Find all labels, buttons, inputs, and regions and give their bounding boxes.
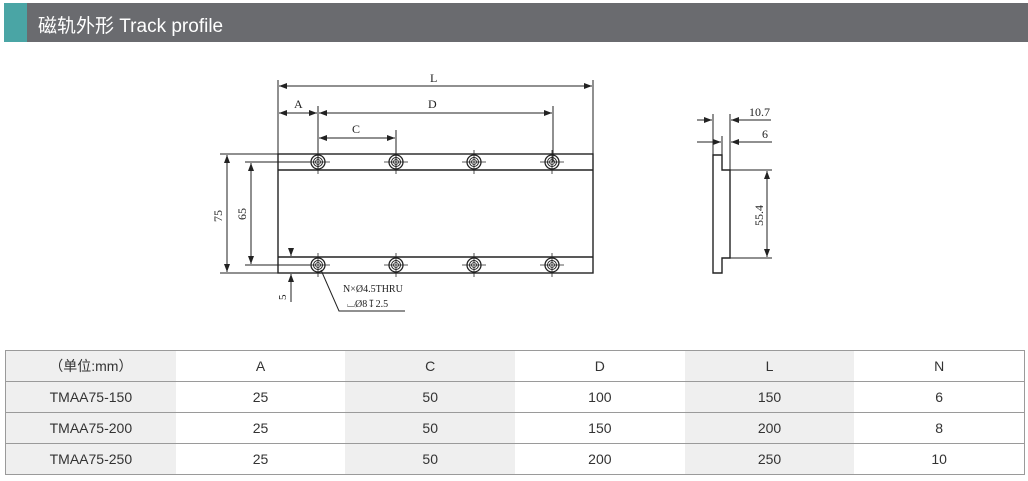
header-accent	[4, 3, 27, 42]
cell: 150	[684, 381, 855, 413]
cell: 8	[854, 412, 1025, 444]
dim-75-label: 75	[211, 210, 225, 222]
mounting-holes	[306, 150, 564, 277]
table-header-row: （单位:mm） A C D L N	[5, 350, 1025, 382]
cell: 150	[515, 412, 685, 444]
side-view	[697, 114, 772, 274]
dim-C-label: C	[352, 122, 360, 136]
track-profile-drawing: L A D C 75 65 5 N×Ø4.5THRU ⌴Ø8↧2.5 10.7 …	[211, 71, 772, 312]
model-cell: TMAA75-200	[5, 412, 176, 444]
cell: 50	[345, 412, 516, 444]
hole-icon	[306, 253, 330, 277]
front-view-labels: L A D C 75 65 5 N×Ø4.5THRU ⌴Ø8↧2.5	[211, 71, 437, 310]
front-view	[220, 80, 594, 312]
counterbore-note: ⌴Ø8↧2.5	[347, 299, 388, 310]
section-title: 磁轨外形 Track profile	[38, 16, 224, 37]
hole-icon	[540, 253, 564, 277]
cell: 25	[175, 412, 346, 444]
cell: 25	[175, 381, 346, 413]
header-cell: N	[854, 350, 1025, 382]
cell: 100	[515, 381, 685, 413]
table-row: TMAA75-250 25 50 200 250 10	[5, 443, 1025, 475]
cell: 25	[175, 443, 346, 475]
hole-icon	[462, 150, 486, 174]
cell: 250	[684, 443, 855, 475]
dim-A-label: A	[294, 97, 303, 111]
dim-10-7-label: 10.7	[749, 105, 770, 119]
side-view-labels: 10.7 6 55.4	[749, 105, 770, 226]
cell: 200	[515, 443, 685, 475]
hole-note: N×Ø4.5THRU	[343, 284, 404, 295]
header-cell: （单位:mm）	[5, 350, 176, 382]
hole-icon	[540, 150, 564, 174]
dim-5-label: 5	[277, 294, 289, 300]
dim-L-label: L	[430, 71, 437, 85]
table-row: TMAA75-200 25 50 150 200 8	[5, 412, 1025, 444]
cell: 10	[854, 443, 1025, 475]
section-header: 磁轨外形 Track profile	[4, 3, 1028, 42]
cell: 200	[684, 412, 855, 444]
dim-6-label: 6	[762, 127, 768, 141]
model-cell: TMAA75-250	[5, 443, 176, 475]
dim-D-label: D	[428, 97, 437, 111]
header-cell: L	[684, 350, 855, 382]
model-cell: TMAA75-150	[5, 381, 176, 413]
dim-65-label: 65	[235, 208, 249, 220]
hole-icon	[384, 150, 408, 174]
header-cell: C	[345, 350, 516, 382]
header-cell: A	[175, 350, 346, 382]
table-row: TMAA75-150 25 50 100 150 6	[5, 381, 1025, 413]
hole-icon	[462, 253, 486, 277]
cell: 50	[345, 443, 516, 475]
cell: 50	[345, 381, 516, 413]
header-cell: D	[515, 350, 685, 382]
hole-icon	[306, 150, 330, 174]
dimension-table: （单位:mm） A C D L N TMAA75-150 25 50 100 1…	[5, 350, 1025, 475]
cell: 6	[854, 381, 1025, 413]
dim-55-4-label: 55.4	[752, 205, 766, 226]
hole-icon	[384, 253, 408, 277]
